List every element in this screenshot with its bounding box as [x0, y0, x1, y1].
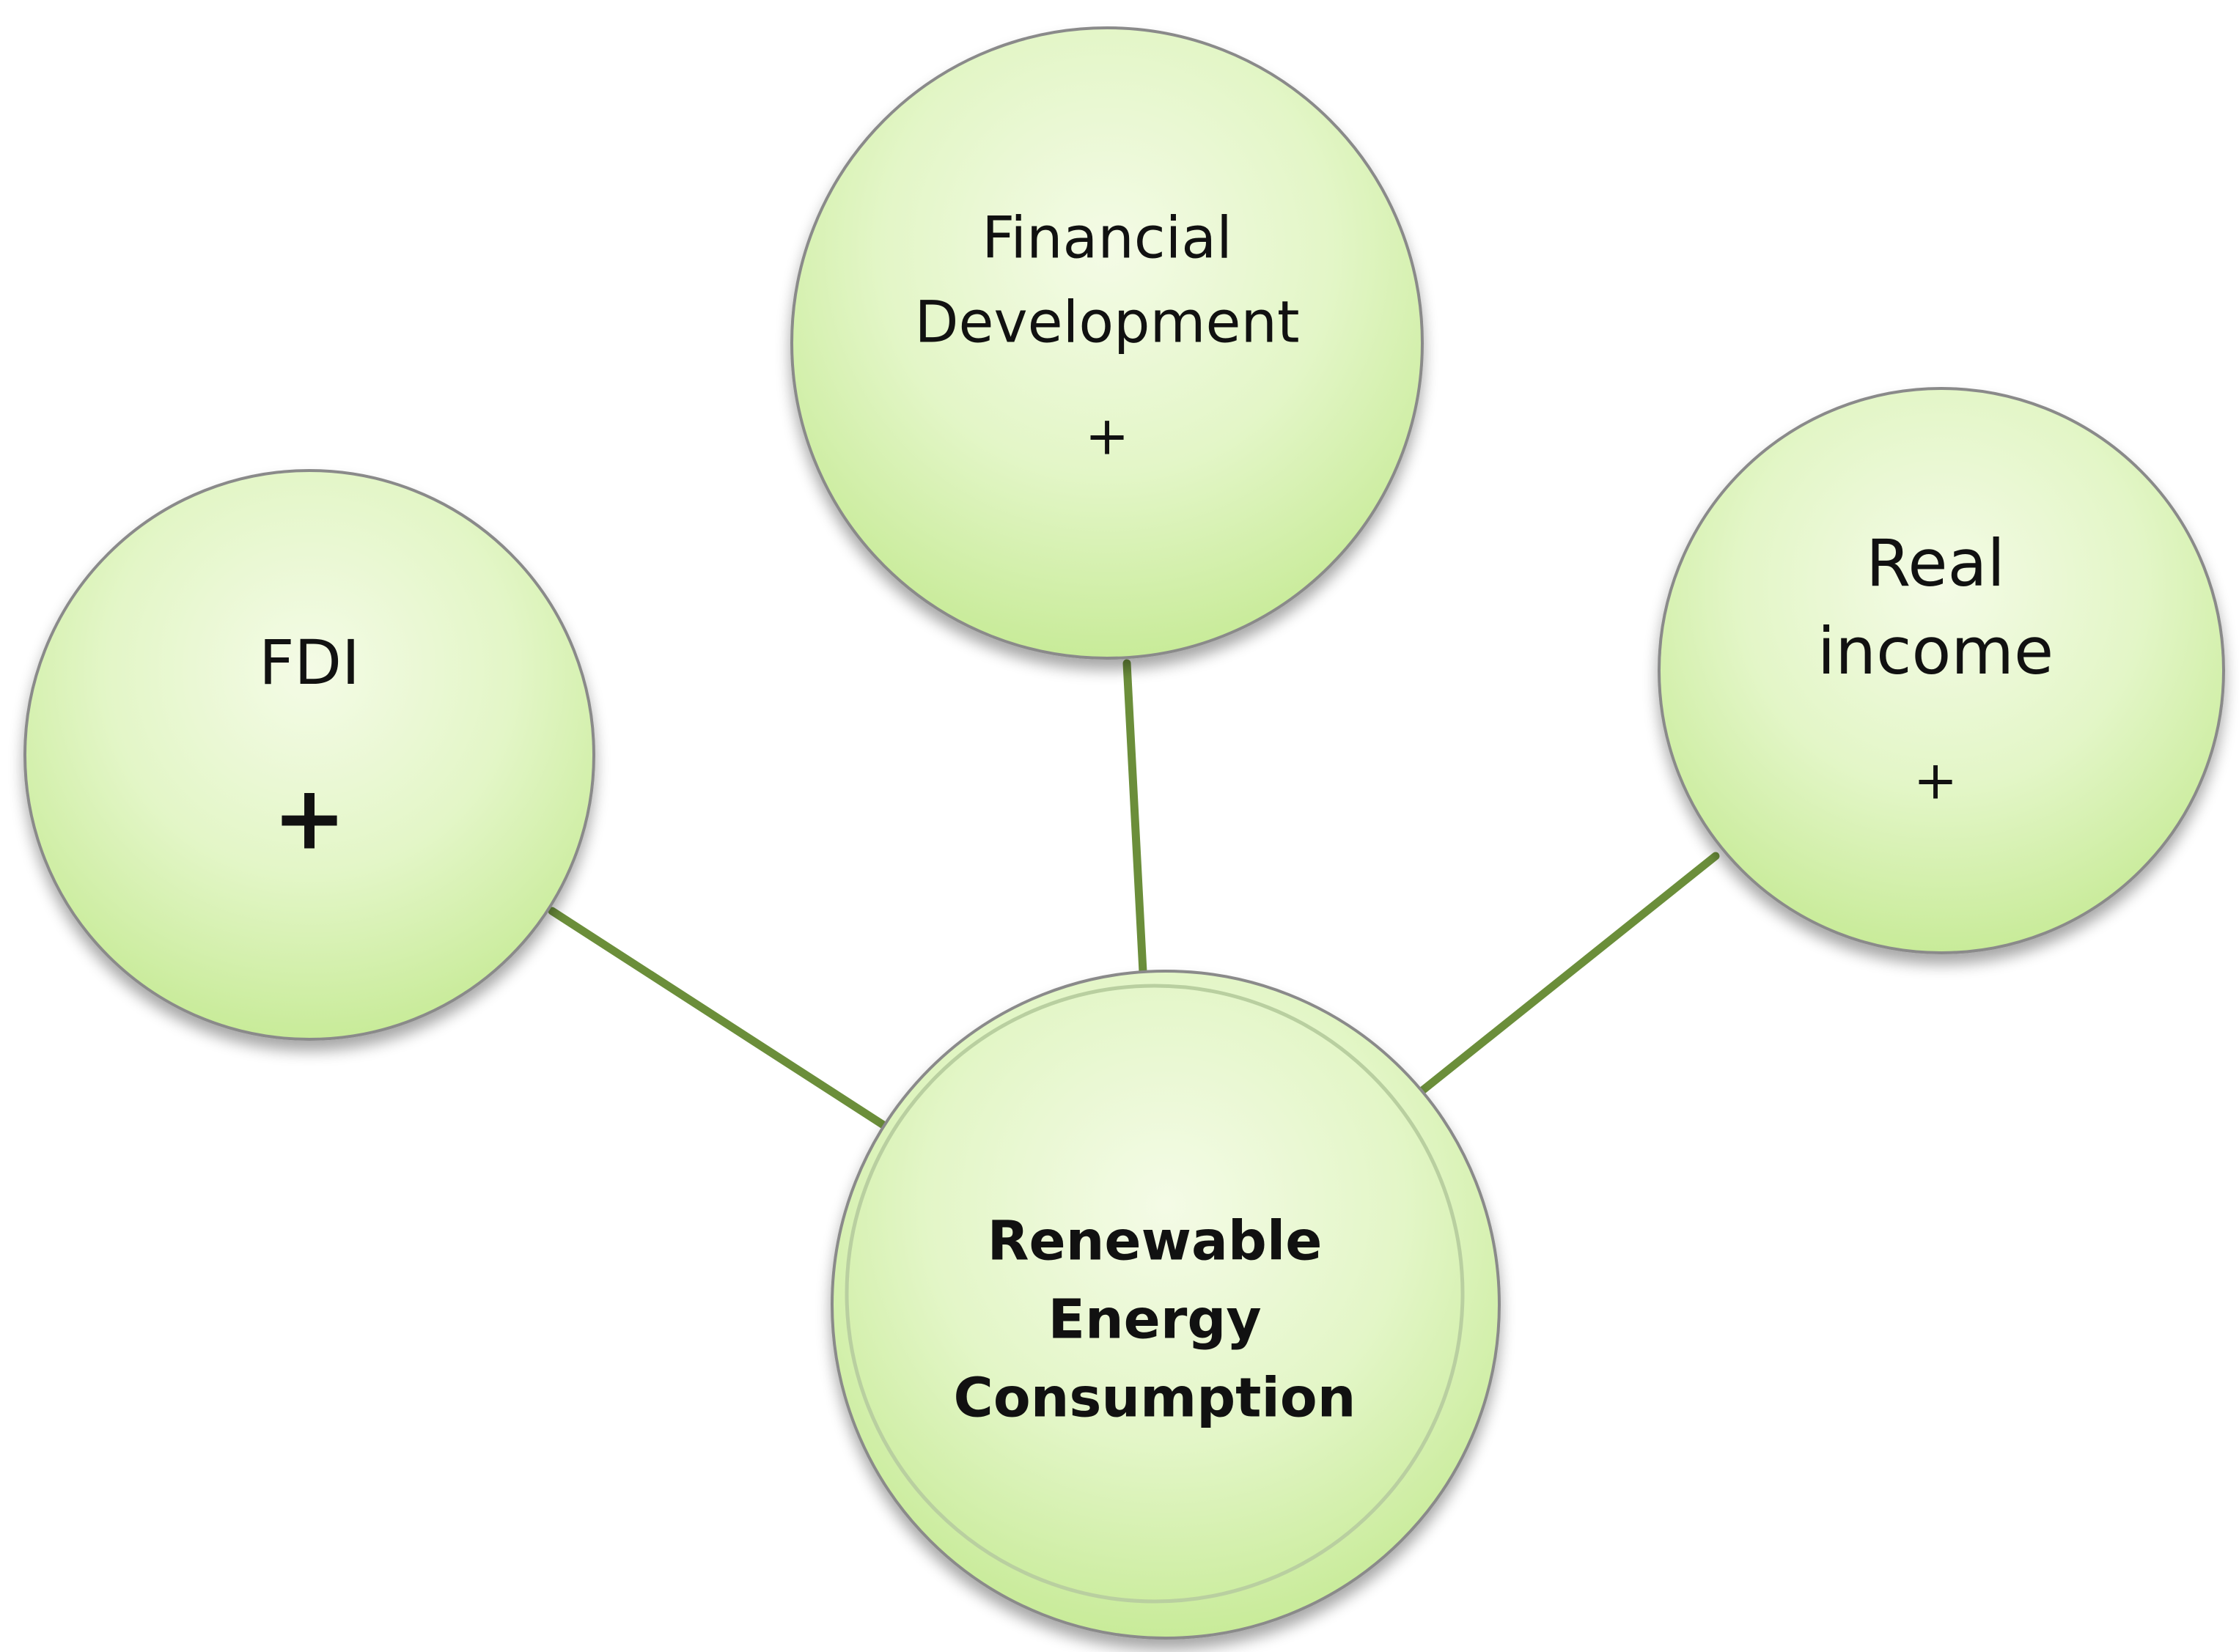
- node-fdi: FDI +: [23, 469, 595, 1041]
- renewable-energy-consumption-label-line2: Energy: [1048, 1288, 1261, 1352]
- financial-development-label-line2: Development: [914, 290, 1299, 355]
- fdi-sign: +: [273, 768, 347, 870]
- connector-fdi: [548, 907, 888, 1129]
- connector-financial-development: [1122, 659, 1148, 990]
- bubble-fdi: [23, 469, 595, 1041]
- real-income-label-line1: Real: [1866, 526, 2005, 601]
- renewable-energy-consumption-label-line1: Renewable: [988, 1210, 1323, 1273]
- fdi-label: FDI: [259, 627, 360, 698]
- bubble-renewable-energy-consumption-inner-ring: [845, 984, 1465, 1604]
- financial-development-sign: +: [1085, 405, 1129, 467]
- bubble-real-income: [1658, 387, 2225, 954]
- real-income-sign: +: [1913, 750, 1957, 811]
- real-income-label-line2: income: [1817, 613, 2054, 689]
- connector-real-income: [1414, 852, 1720, 1098]
- renewable-energy-consumption-label-line3: Consumption: [954, 1367, 1356, 1430]
- connectors: [548, 659, 1720, 1129]
- bubble-financial-development: [790, 26, 1424, 660]
- node-real-income: Real income +: [1658, 387, 2225, 954]
- node-renewable-energy-consumption: Renewable Energy Consumption: [831, 970, 1501, 1640]
- bubble-renewable-energy-consumption: [831, 970, 1501, 1640]
- financial-development-label-line1: Financial: [982, 205, 1232, 271]
- node-financial-development: Financial Development +: [790, 26, 1424, 660]
